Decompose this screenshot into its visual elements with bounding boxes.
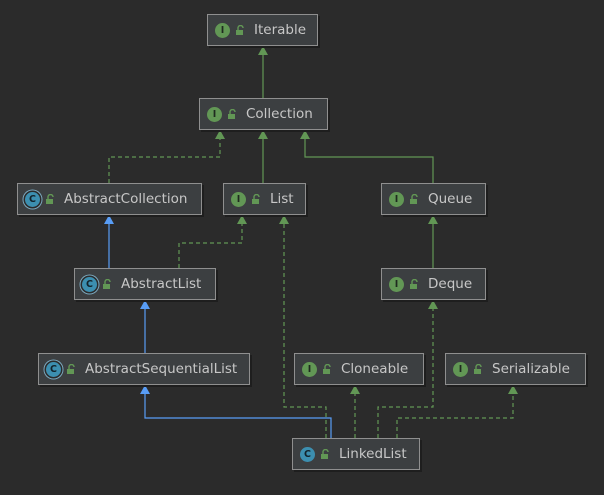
edge-list-collection bbox=[258, 130, 268, 183]
edge-abstractcollection-collection bbox=[108, 130, 225, 183]
edge-linkedlist-cloneable bbox=[350, 385, 360, 438]
unlocked-icon bbox=[228, 108, 236, 119]
edge-line bbox=[396, 385, 514, 438]
node-label: Serializable bbox=[492, 361, 570, 377]
interface-icon: I bbox=[302, 361, 317, 377]
class-icon: C bbox=[300, 446, 315, 462]
edge-linkedlist-serializable bbox=[396, 385, 518, 438]
node-abstractcollection[interactable]: C AbstractCollection bbox=[17, 183, 202, 215]
arrowhead bbox=[140, 300, 150, 309]
arrowhead bbox=[237, 215, 247, 224]
arrowhead bbox=[140, 385, 150, 394]
interface-icon: I bbox=[453, 361, 468, 377]
arrowhead bbox=[104, 215, 114, 224]
arrowhead bbox=[279, 215, 289, 224]
edge-abstractlist-list bbox=[178, 215, 247, 268]
node-serializable[interactable]: I Serializable bbox=[445, 353, 586, 385]
edge-linkedlist-abstractsequentiallist bbox=[140, 385, 332, 438]
unlocked-icon bbox=[410, 278, 418, 289]
node-label: Deque bbox=[428, 276, 473, 292]
edge-linkedlist-deque bbox=[377, 300, 438, 438]
arrowhead bbox=[300, 130, 310, 139]
edge-collection-iterable bbox=[258, 46, 268, 98]
node-deque[interactable]: I Deque bbox=[381, 268, 486, 300]
edge-line bbox=[377, 300, 434, 438]
interface-icon: I bbox=[389, 276, 404, 292]
node-label: Collection bbox=[246, 106, 313, 122]
unlocked-icon bbox=[236, 24, 244, 35]
node-abstractlist[interactable]: C AbstractList bbox=[74, 268, 216, 300]
node-linkedlist[interactable]: C LinkedList bbox=[292, 438, 420, 470]
interface-icon: I bbox=[389, 191, 404, 207]
node-label: AbstractCollection bbox=[64, 191, 188, 207]
unlocked-icon bbox=[67, 363, 75, 374]
node-list[interactable]: I List bbox=[223, 183, 306, 215]
unlocked-icon bbox=[410, 193, 418, 204]
edge-line bbox=[144, 385, 332, 438]
edge-abstractsequentiallist-abstractlist bbox=[140, 300, 150, 353]
node-label: Cloneable bbox=[341, 361, 409, 377]
edge-deque-queue bbox=[428, 215, 438, 268]
node-iterable[interactable]: I Iterable bbox=[207, 14, 318, 46]
node-label: AbstractSequentialList bbox=[85, 361, 238, 377]
edge-abstractlist-abstractcollection bbox=[104, 215, 114, 268]
node-abstractsequentiallist[interactable]: C AbstractSequentialList bbox=[38, 353, 250, 385]
arrowhead bbox=[350, 385, 360, 394]
arrowhead bbox=[258, 46, 268, 55]
arrowhead bbox=[428, 215, 438, 224]
interface-icon: I bbox=[215, 22, 230, 38]
node-label: List bbox=[270, 191, 294, 207]
unlocked-icon bbox=[46, 193, 54, 204]
unlocked-icon bbox=[323, 363, 331, 374]
unlocked-icon bbox=[252, 193, 260, 204]
unlocked-icon bbox=[474, 363, 482, 374]
interface-icon: I bbox=[231, 191, 246, 207]
edge-line bbox=[178, 215, 243, 268]
interface-icon: I bbox=[207, 106, 222, 122]
arrowhead bbox=[258, 130, 268, 139]
edge-line bbox=[304, 130, 434, 183]
edge-queue-collection bbox=[300, 130, 434, 183]
node-collection[interactable]: I Collection bbox=[199, 98, 328, 130]
arrowhead bbox=[215, 130, 225, 139]
node-label: LinkedList bbox=[339, 446, 407, 462]
edge-line bbox=[108, 130, 221, 183]
node-cloneable[interactable]: I Cloneable bbox=[294, 353, 424, 385]
abstract-class-icon: C bbox=[25, 191, 40, 207]
unlocked-icon bbox=[103, 278, 111, 289]
node-queue[interactable]: I Queue bbox=[381, 183, 486, 215]
node-label: Iterable bbox=[254, 22, 307, 38]
abstract-class-icon: C bbox=[46, 361, 61, 377]
node-label: AbstractList bbox=[121, 276, 202, 292]
arrowhead bbox=[428, 300, 438, 309]
arrowhead bbox=[508, 385, 518, 394]
edge-linkedlist-list bbox=[279, 215, 327, 438]
node-label: Queue bbox=[428, 191, 473, 207]
abstract-class-icon: C bbox=[82, 276, 97, 292]
unlocked-icon bbox=[321, 448, 329, 459]
edge-line bbox=[283, 215, 327, 438]
